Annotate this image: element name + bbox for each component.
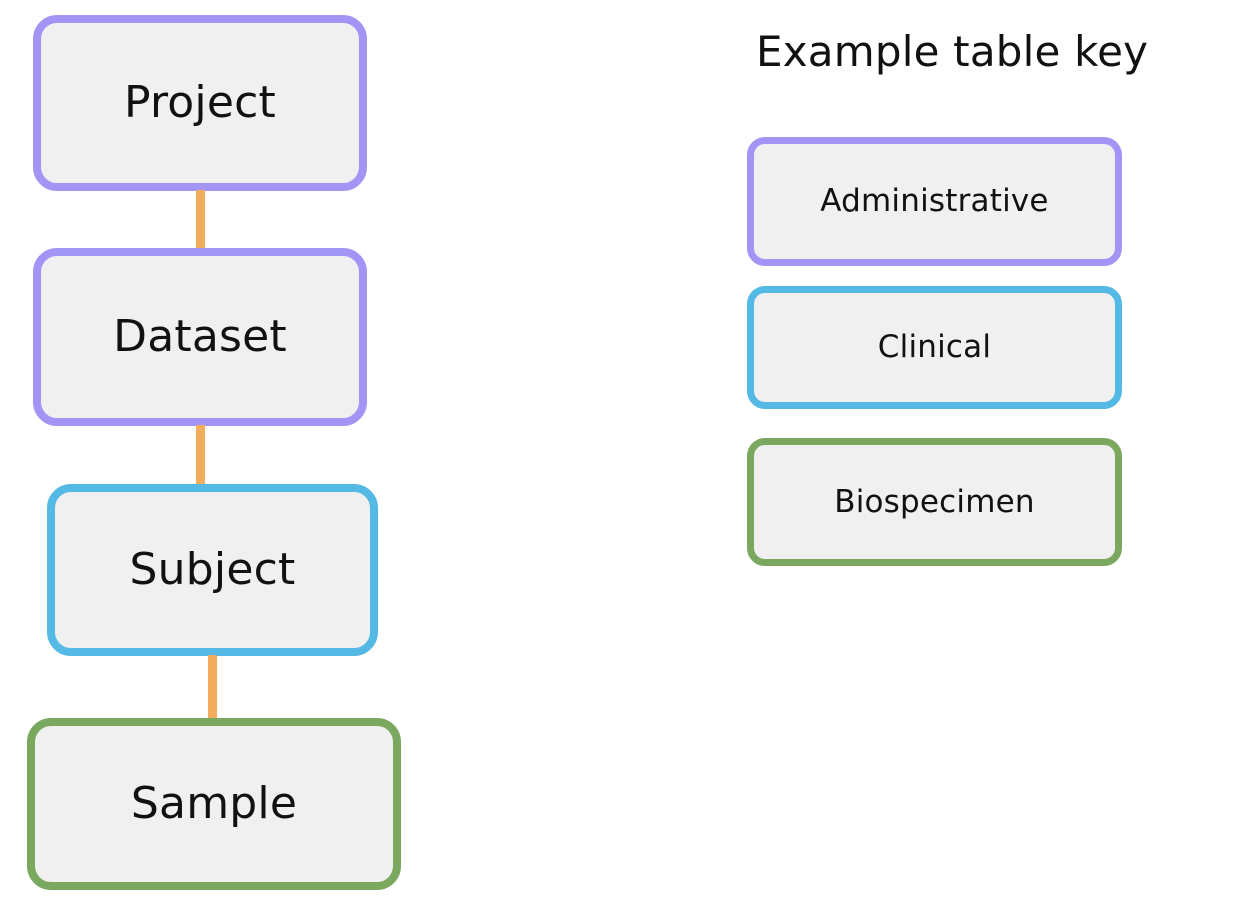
node-subject-label: Subject [129,543,296,595]
legend-item-clinical-label: Clinical [877,329,992,366]
legend-item-administrative[interactable]: Administrative [747,137,1122,266]
connector-project-dataset [196,190,205,250]
legend-item-clinical[interactable]: Clinical [747,286,1122,409]
legend-item-biospecimen-label: Biospecimen [834,483,1035,520]
legend-item-administrative-label: Administrative [820,183,1049,220]
node-sample-label: Sample [130,777,298,829]
connector-subject-sample [208,655,217,720]
node-dataset[interactable]: Dataset [33,248,367,426]
legend-item-biospecimen[interactable]: Biospecimen [747,438,1122,566]
connector-dataset-subject [196,425,205,486]
node-project[interactable]: Project [33,15,367,191]
legend-title: Example table key [756,27,1149,76]
node-sample[interactable]: Sample [27,718,401,890]
node-subject[interactable]: Subject [47,484,378,656]
legend-panel: Example table key Administrative Clinica… [740,0,1180,620]
node-project-label: Project [124,76,276,128]
node-dataset-label: Dataset [113,310,287,362]
hierarchy-flowchart: Project Dataset Subject Sample [0,0,430,900]
